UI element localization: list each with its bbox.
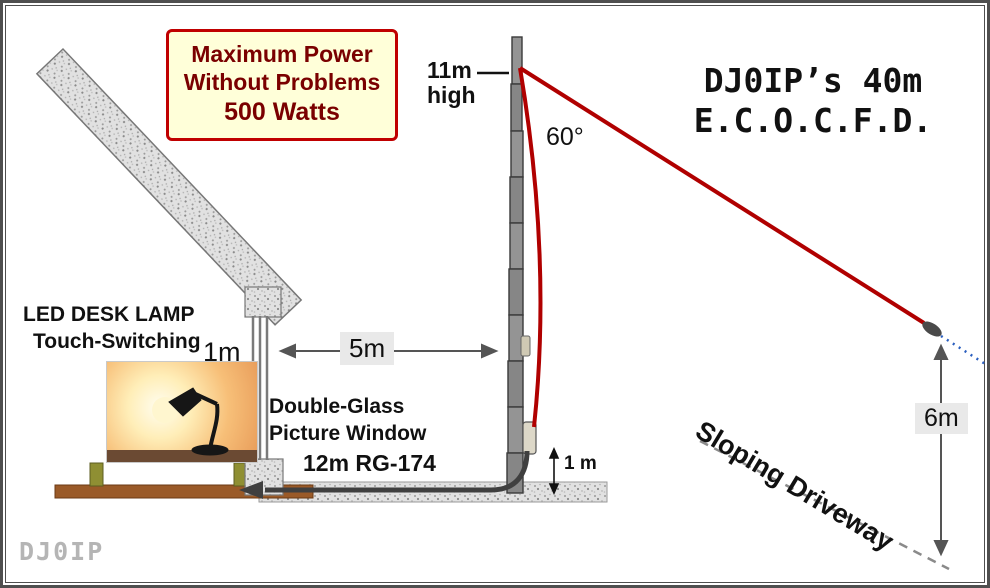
photo-table-surface — [107, 450, 257, 462]
wire-standoff-clamp — [520, 335, 531, 357]
antenna-wire-long-leg — [518, 66, 926, 325]
wire-end-height-label: 6m — [915, 403, 968, 434]
wire-angle-label: 60° — [546, 123, 584, 151]
fiberglass-mast — [506, 36, 524, 494]
power-box-line2: Without Problems — [183, 69, 381, 95]
window-caption: Double-Glass Picture Window — [269, 393, 426, 447]
power-box-line3: 500 Watts — [224, 98, 340, 126]
desk-lamp-photo — [106, 361, 258, 463]
window-caption-line2: Picture Window — [269, 422, 427, 445]
watermark: DJ0IP — [19, 537, 105, 566]
mast-height-line2: high — [427, 82, 476, 108]
antenna-wire-short-leg — [518, 67, 543, 428]
max-power-warning-box: Maximum Power Without Problems 500 Watts — [166, 29, 398, 141]
desk-lamp-silhouette — [168, 387, 229, 456]
antenna-diagram-canvas — [35, 36, 987, 571]
lamp-caption-line1: LED DESK LAMP — [23, 303, 195, 326]
window-width-label: 1m — [203, 337, 241, 367]
desk-lamp-illustration — [107, 387, 257, 462]
diagram-title-line2: E.C.O.C.F.D. — [693, 101, 933, 140]
coax-cable — [265, 450, 530, 493]
mast-height-line1: 11m — [427, 57, 472, 83]
coax-label: 12m RG-174 — [303, 450, 436, 476]
coax-arrowhead — [239, 481, 263, 499]
sloped-roof — [35, 47, 303, 326]
feedpoint-balun — [522, 421, 537, 455]
house-to-mast-distance-label: 5m — [340, 332, 395, 365]
dimension-arrow-1m — [548, 447, 560, 495]
mast-base-height-label: 1 m — [564, 453, 597, 474]
lamp-caption-line2: Touch-Switching — [33, 330, 201, 353]
table-leg-left — [89, 462, 104, 487]
end-insulator — [922, 321, 942, 337]
wall-block-top — [244, 286, 282, 318]
power-box-line1: Maximum Power — [191, 41, 373, 67]
diagram-title-line1: DJ0IP’s 40m — [703, 61, 923, 100]
support-rope-dotted — [940, 334, 987, 367]
diagram-title: DJ0IP’s 40m E.C.O.C.F.D. — [658, 61, 968, 141]
dimension-arrow-6m — [933, 343, 949, 557]
mast-height-label: 11m high — [427, 58, 476, 108]
window-caption-line1: Double-Glass — [269, 395, 405, 418]
